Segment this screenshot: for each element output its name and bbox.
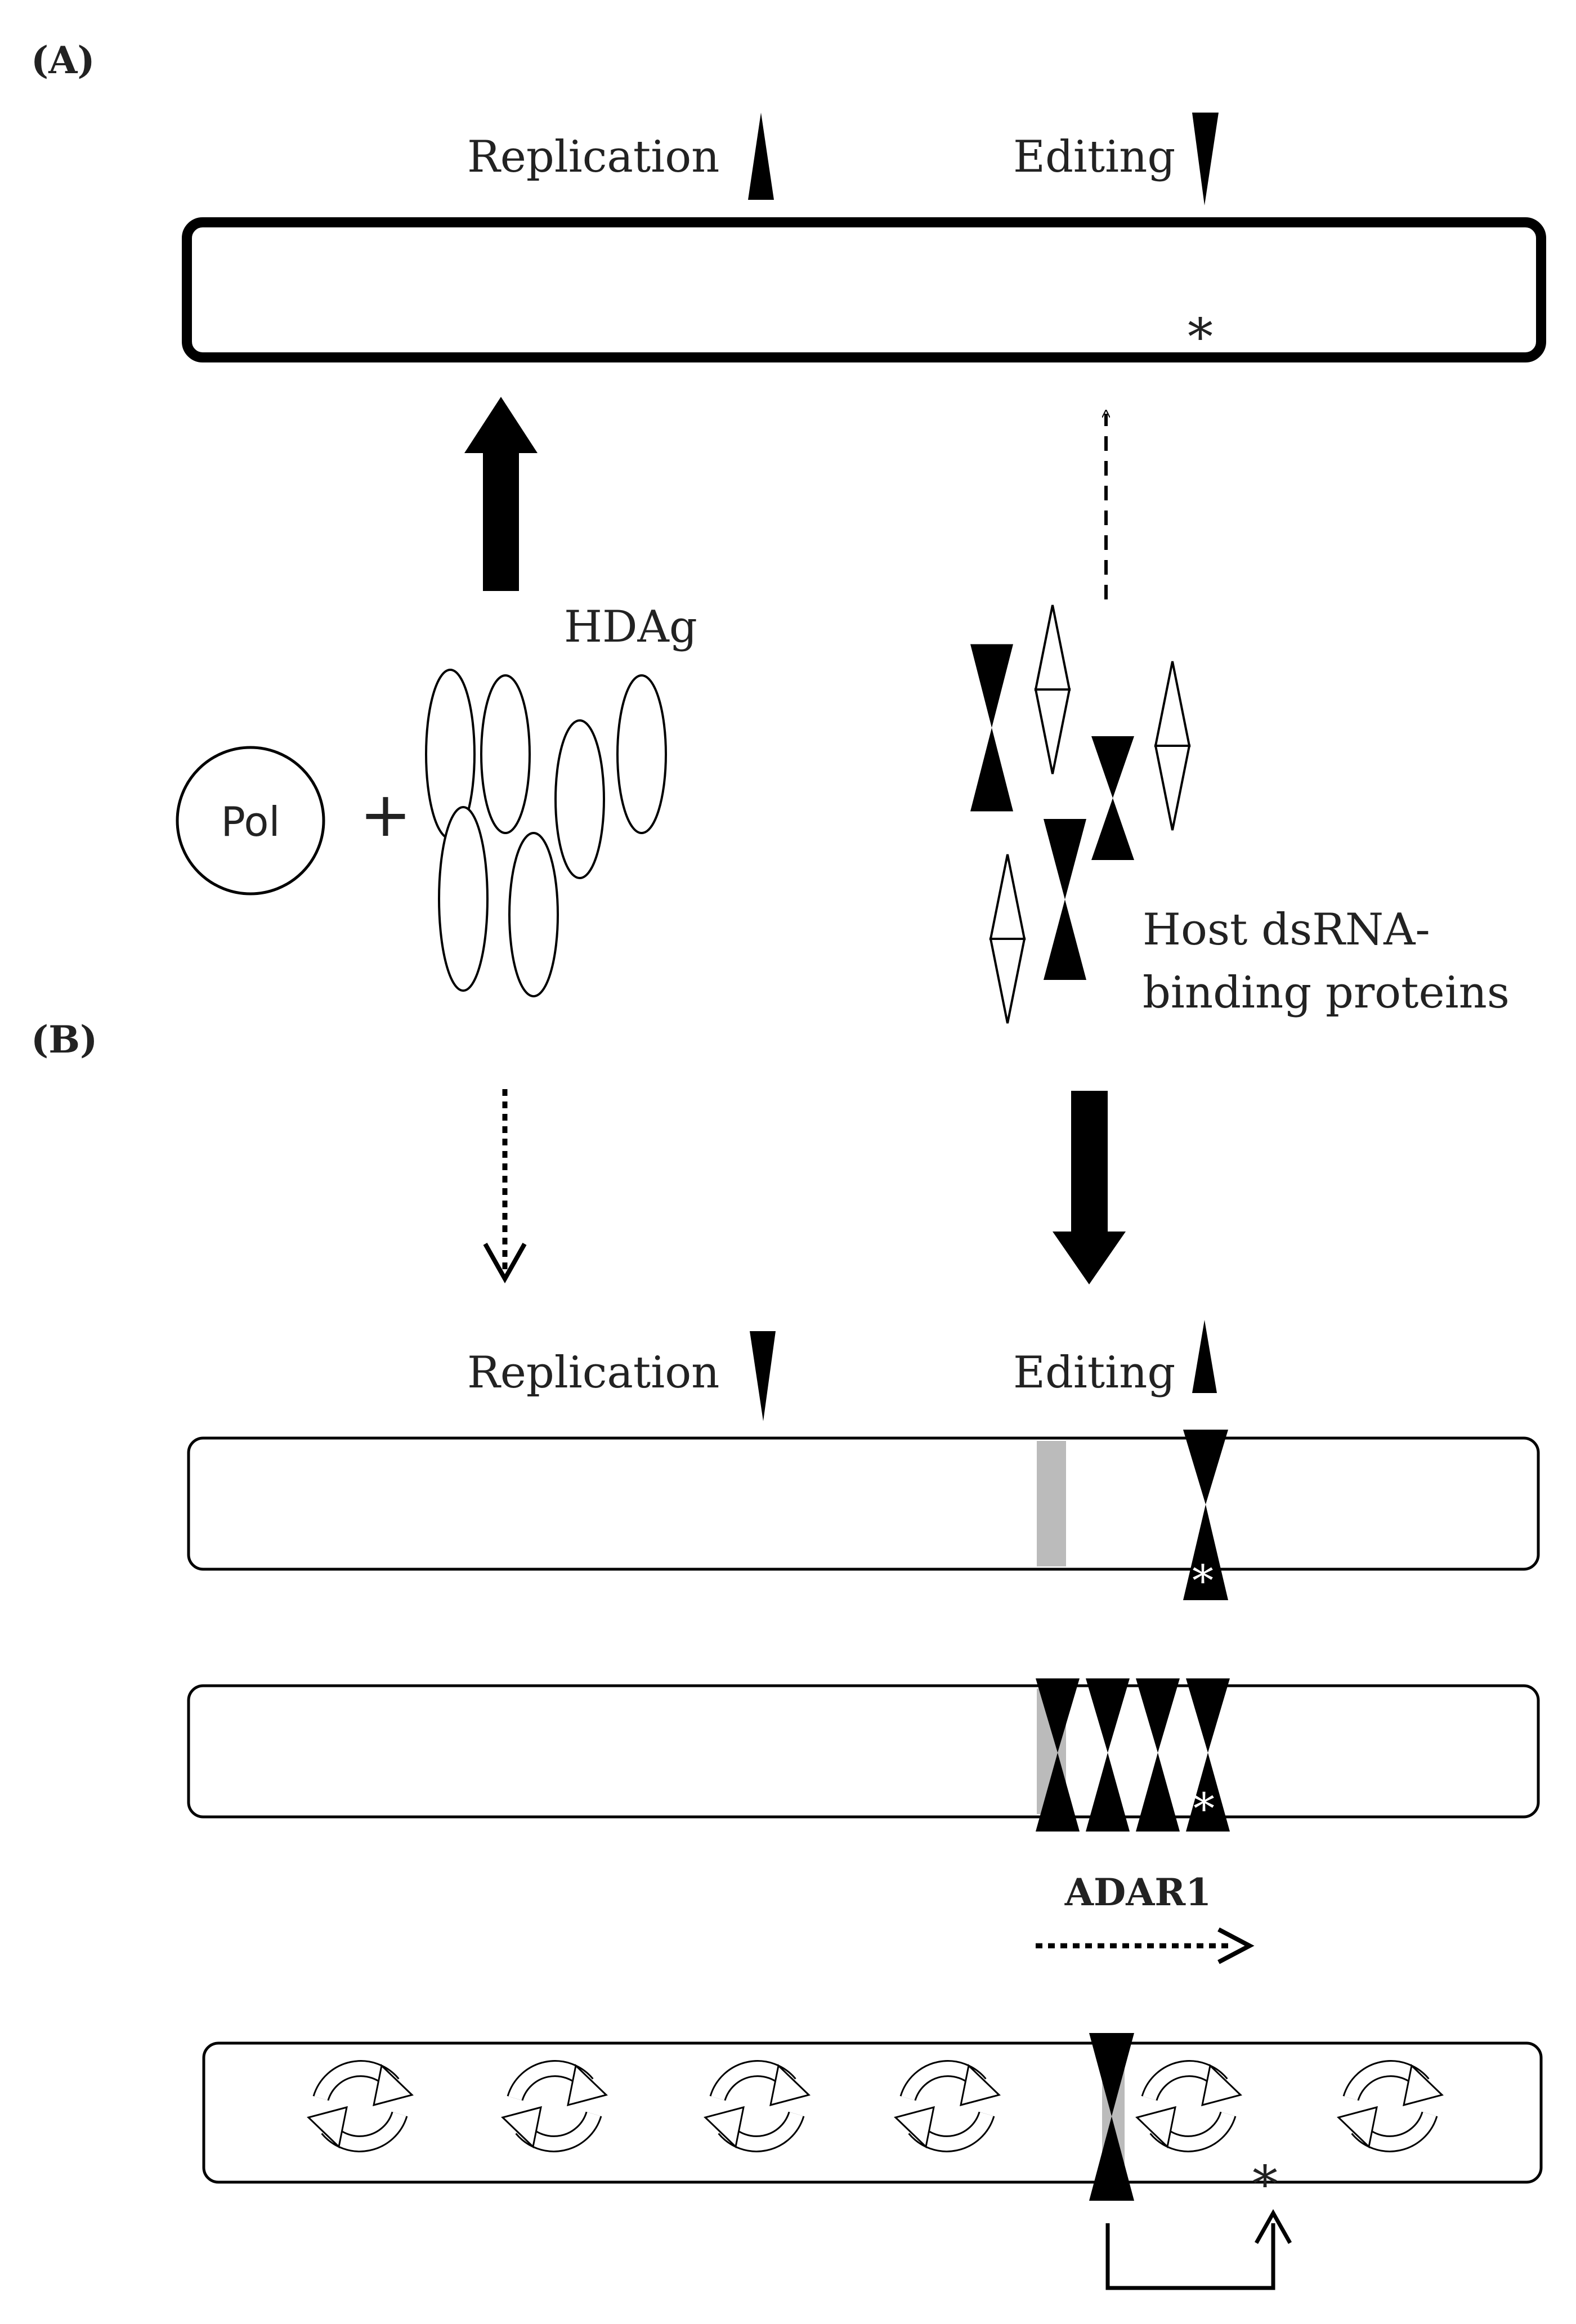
dsrbp-bowtie-icon	[1044, 819, 1086, 980]
hdag-ellipse-icon	[616, 674, 667, 834]
hdag-ellipse-icon	[508, 832, 559, 997]
hdag-label: HDAg	[564, 602, 697, 652]
replication-label-b: Replication	[467, 1347, 719, 1398]
editing-triangle-down-icon	[1192, 113, 1219, 205]
hdag-ellipse-icon	[554, 719, 605, 879]
bracket-arrow	[1105, 2223, 1275, 2290]
replication-label-a: Replication	[467, 132, 719, 182]
hdv-genome-bar-b3	[202, 2041, 1543, 2184]
bracket-arrowhead	[1254, 2209, 1292, 2244]
dsrbp-bowtie-icon	[1183, 1430, 1228, 1504]
thick-down-arrow	[1053, 1091, 1126, 1284]
dotted-down-arrowhead	[483, 1243, 527, 1284]
host-proteins-label-line2: binding proteins	[1143, 968, 1510, 1018]
gray-band-b1	[1037, 1441, 1066, 1566]
adar1-label: ADAR1	[1064, 1870, 1211, 1914]
dsrbp-bowtie-icon	[1183, 1504, 1228, 1600]
hdag-ellipse-icon	[438, 806, 489, 992]
editing-site-asterisk-b2: *	[1193, 1784, 1215, 1834]
adar1-bowtie-row	[1036, 1678, 1230, 1832]
replication-triangle-down-icon	[750, 1331, 776, 1421]
dsrbp-diamond-icon	[990, 853, 1026, 1024]
dsrbp-diamond-icon	[1154, 660, 1190, 831]
hdag-ellipse-icon	[480, 674, 531, 834]
panel-b-label: (B)	[31, 1018, 97, 1062]
host-dsrbp-cluster	[970, 604, 1190, 1024]
editing-site-asterisk-b3: *	[1252, 2155, 1278, 2214]
dsrbp-bowtie-icon	[1089, 2116, 1134, 2201]
plus-sign: +	[360, 778, 411, 850]
replication-triangle-up-icon	[748, 113, 774, 200]
thick-up-arrow	[464, 397, 538, 591]
editing-site-asterisk-a: *	[1188, 308, 1213, 367]
editing-label-b: Editing	[1013, 1347, 1175, 1398]
pol-label: Pol	[221, 798, 280, 845]
host-proteins-label-line1: Host dsRNA-	[1143, 904, 1430, 955]
editing-label-a: Editing	[1013, 132, 1175, 182]
hdv-genome-bar-b2	[187, 1684, 1540, 1819]
editing-triangle-up-icon	[1192, 1320, 1217, 1393]
hdv-genome-bar-b1	[187, 1436, 1540, 1571]
editing-site-asterisk-b1: *	[1192, 1556, 1214, 1606]
panel-a-label: (A)	[31, 38, 95, 82]
hdv-genome-bar-a	[182, 217, 1546, 362]
dsrbp-bowtie-icon	[1091, 736, 1134, 860]
dsrbp-diamond-icon	[1035, 604, 1071, 775]
polymerase-circle	[176, 746, 325, 895]
adar1-arrowhead	[1217, 1927, 1255, 1964]
dsrbp-bowtie-icon	[970, 644, 1013, 812]
dsrbp-bowtie-icon	[1089, 2033, 1134, 2116]
hdag-proteins	[425, 669, 667, 997]
